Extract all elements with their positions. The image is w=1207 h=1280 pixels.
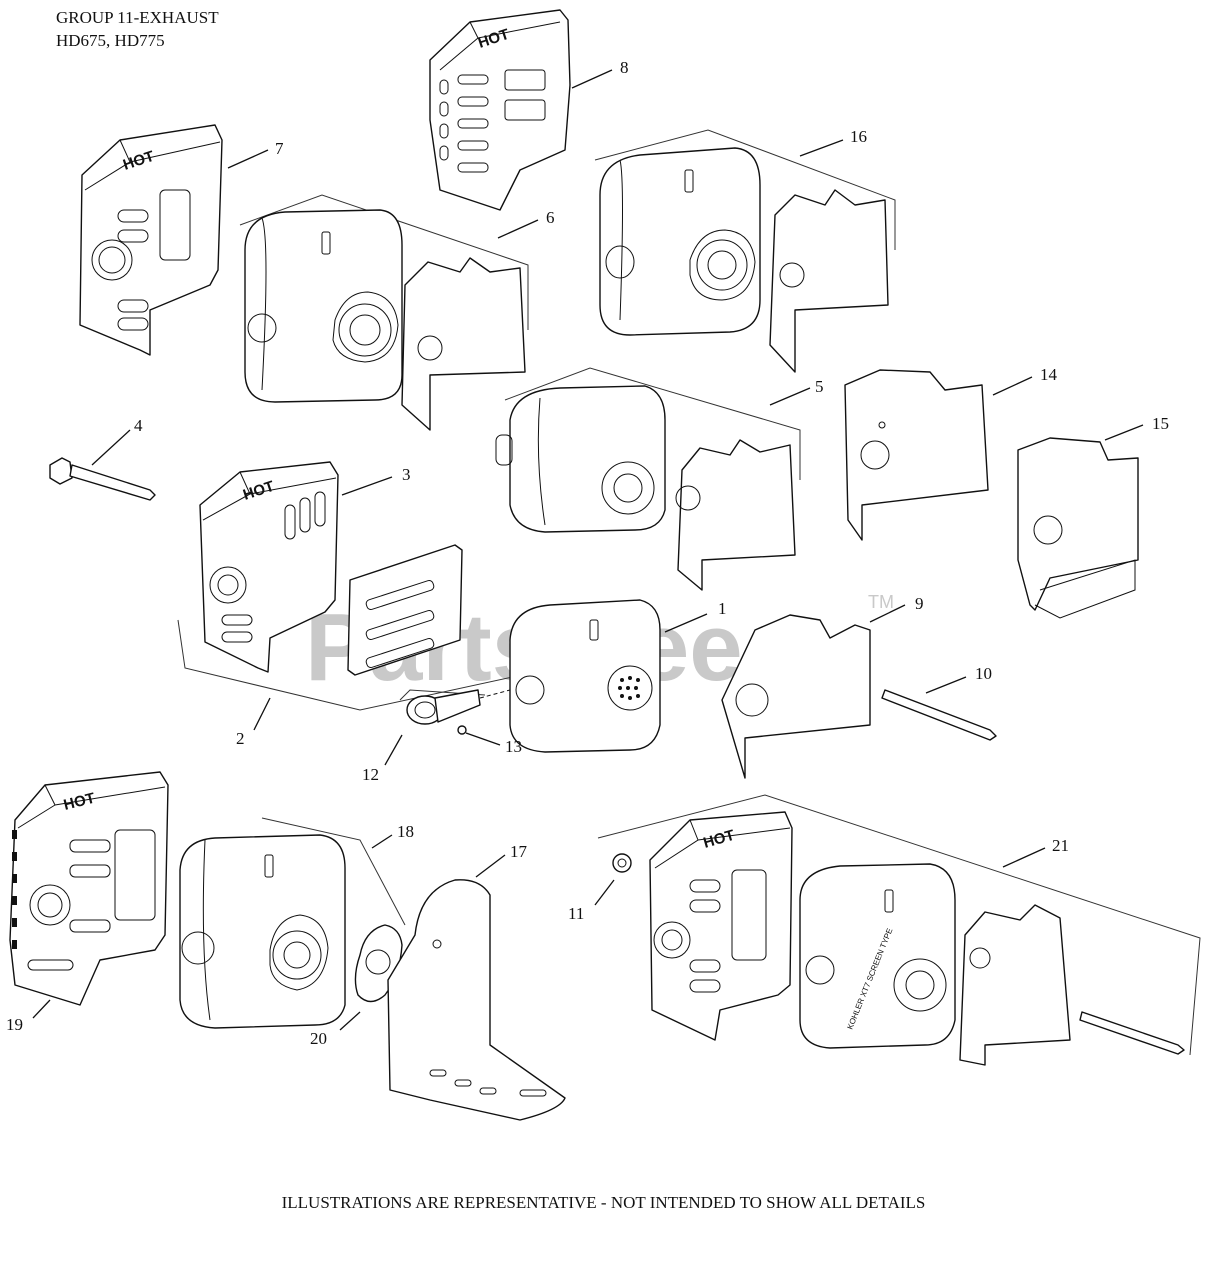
- callout-10: 10: [975, 664, 992, 683]
- callout-12: 12: [362, 765, 379, 784]
- part-13-screw: [457, 725, 467, 735]
- part-8-heat-shield: HOT: [429, 9, 571, 211]
- callout-17: 17: [510, 842, 528, 861]
- part-6-muffler-assembly: [239, 194, 529, 431]
- callout-19: 19: [6, 1015, 23, 1034]
- callout-4: 4: [134, 416, 143, 435]
- part-18-muffler-assembly: [179, 817, 406, 1029]
- part-16-muffler-assembly: [594, 129, 896, 373]
- callout-7: 7: [275, 139, 284, 158]
- part-4-bolt: [49, 457, 156, 501]
- part-2-shield-assembly: HOT: [177, 461, 546, 711]
- callout-13: 13: [505, 737, 522, 756]
- callout-3: 3: [402, 465, 411, 484]
- part-5-muffler-assembly: [495, 367, 801, 591]
- callout-18: 18: [397, 822, 414, 841]
- diagram-title: GROUP 11-EXHAUST HD675, HD775: [56, 6, 219, 52]
- title-group: GROUP 11-EXHAUST: [56, 8, 219, 27]
- part-19-heat-shield: HOT: [9, 771, 169, 1006]
- disclaimer-footer: ILLUSTRATIONS ARE REPRESENTATIVE - NOT I…: [281, 1193, 926, 1212]
- part-17-heat-shield: [387, 879, 566, 1121]
- callout-14: 14: [1040, 365, 1058, 384]
- part-21-muffler-assembly: HOT KOHLER XT7 SCREEN TYPE: [597, 794, 1201, 1066]
- callout-1: 1: [718, 599, 727, 618]
- callout-6: 6: [546, 208, 555, 227]
- title-models: HD675, HD775: [56, 31, 165, 50]
- callout-20: 20: [310, 1029, 327, 1048]
- part-10-rod: [881, 689, 997, 741]
- part-9-heat-shield: [721, 614, 871, 779]
- part-11-nut: [612, 853, 632, 873]
- callout-2: 2: [236, 729, 245, 748]
- callout-16: 16: [850, 127, 867, 146]
- callout-numbers: 1 2 3 4 5 6 7 8 9 10 11 12 13 14 15 16 1…: [6, 58, 1169, 1048]
- callout-8: 8: [620, 58, 629, 77]
- part-1-muffler: [509, 599, 661, 753]
- callout-15: 15: [1152, 414, 1169, 433]
- watermark-tm: TM: [868, 592, 894, 612]
- callout-21: 21: [1052, 836, 1069, 855]
- callout-11: 11: [568, 904, 584, 923]
- part-12-spark-arrestor: [399, 689, 511, 725]
- leader-lines: [32, 69, 1144, 1031]
- part-7-heat-shield: HOT: [79, 124, 223, 356]
- part-14-heat-shield: [844, 369, 989, 541]
- callout-9: 9: [915, 594, 924, 613]
- callout-5: 5: [815, 377, 824, 396]
- part-15-heat-shield: [1017, 437, 1139, 619]
